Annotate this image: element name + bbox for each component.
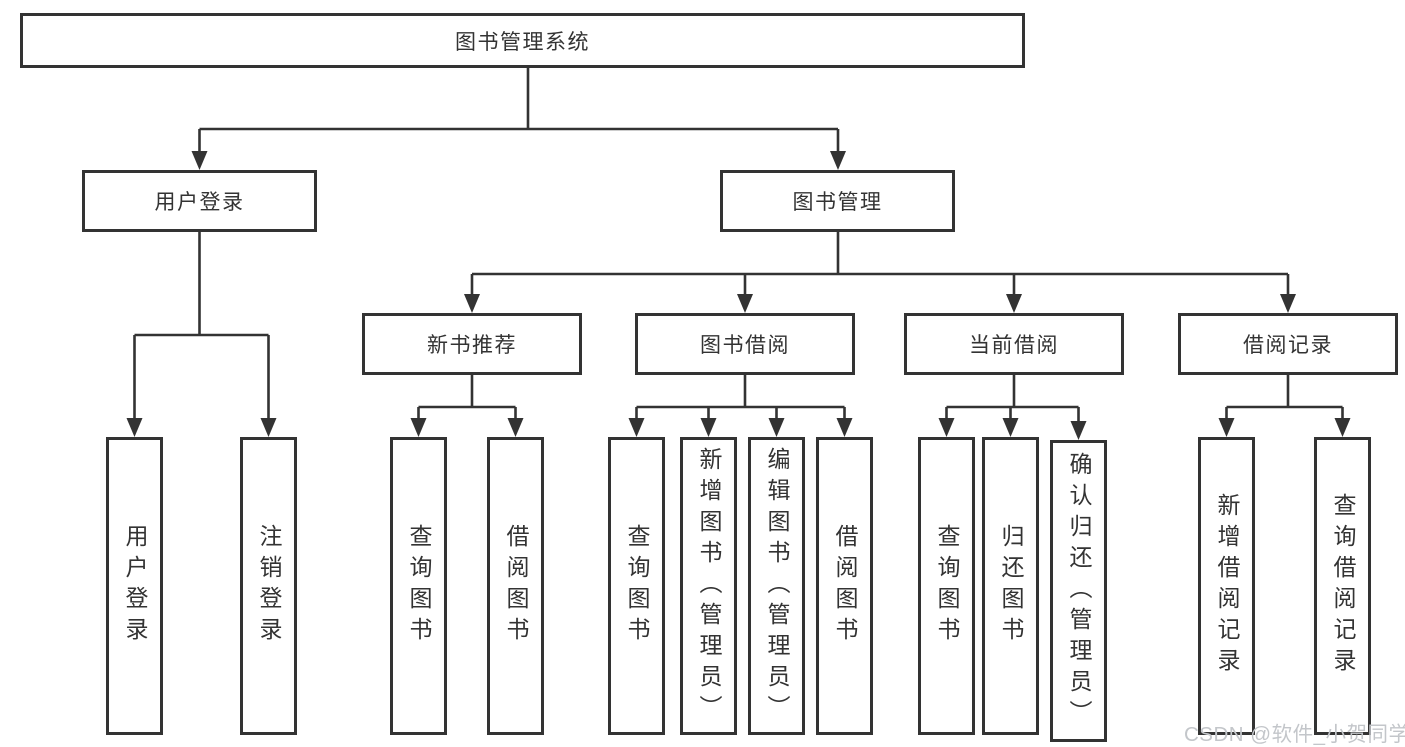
node-cb-query-book: 查询图书 — [918, 437, 975, 735]
node-bb-borrow-book-label: 借阅图书 — [832, 524, 858, 648]
node-cb-return-book-label: 归还图书 — [998, 524, 1024, 648]
node-borrow-record-label: 借阅记录 — [1243, 334, 1333, 357]
node-user-login-action: 用户登录 — [106, 437, 163, 735]
node-cb-return-book: 归还图书 — [982, 437, 1039, 735]
connector-current-borrow-branch — [938, 375, 1087, 440]
node-bb-query-book-label: 查询图书 — [624, 524, 650, 648]
node-cb-confirm-return-admin: 确认归还（管理员） — [1050, 440, 1107, 742]
node-borrow-record: 借阅记录 — [1178, 313, 1398, 375]
node-bb-borrow-book: 借阅图书 — [816, 437, 873, 735]
connector-new-book-branch — [410, 375, 524, 437]
node-library-system: 图书管理系统 — [20, 13, 1025, 68]
node-rec-borrow-book-label: 借阅图书 — [503, 524, 529, 648]
node-bb-edit-book-admin: 编辑图书（管理员） — [748, 437, 805, 735]
node-user-login-label: 用户登录 — [154, 191, 245, 214]
node-user-login: 用户登录 — [82, 170, 317, 232]
node-book-borrow: 图书借阅 — [635, 313, 855, 375]
node-book-management: 图书管理 — [720, 170, 955, 232]
node-br-query-record: 查询借阅记录 — [1314, 437, 1371, 735]
connector-book-borrow-branch — [628, 375, 853, 437]
node-new-book-recommend: 新书推荐 — [362, 313, 582, 375]
node-br-query-record-label: 查询借阅记录 — [1330, 493, 1356, 679]
node-br-add-record: 新增借阅记录 — [1198, 437, 1255, 735]
node-bb-add-book-admin: 新增图书（管理员） — [680, 437, 737, 735]
connector-root-to-level2 — [191, 68, 846, 170]
csdn-watermark: CSDN @软件_小贺同学 — [1184, 723, 1405, 746]
node-logout-action-label: 注销登录 — [256, 524, 282, 648]
node-user-login-action-label: 用户登录 — [122, 524, 148, 648]
node-bb-edit-book-admin-label: 编辑图书（管理员） — [764, 446, 790, 726]
node-rec-query-book: 查询图书 — [390, 437, 447, 735]
node-rec-borrow-book: 借阅图书 — [487, 437, 544, 735]
connector-user-login-branch — [126, 232, 277, 437]
connector-book-mgmt-to-level3 — [464, 232, 1296, 313]
node-library-system-label: 图书管理系统 — [455, 30, 590, 54]
node-current-borrow-label: 当前借阅 — [969, 334, 1059, 357]
node-book-borrow-label: 图书借阅 — [700, 334, 790, 357]
node-bb-query-book: 查询图书 — [608, 437, 665, 735]
node-cb-query-book-label: 查询图书 — [934, 524, 960, 648]
node-br-add-record-label: 新增借阅记录 — [1214, 493, 1240, 679]
node-book-management-label: 图书管理 — [792, 191, 883, 214]
node-bb-add-book-admin-label: 新增图书（管理员） — [696, 446, 722, 726]
node-new-book-recommend-label: 新书推荐 — [427, 334, 517, 357]
connector-borrow-record-branch — [1218, 375, 1351, 437]
node-cb-confirm-return-admin-label: 确认归还（管理员） — [1066, 451, 1092, 731]
node-rec-query-book-label: 查询图书 — [406, 524, 432, 648]
node-logout-action: 注销登录 — [240, 437, 297, 735]
node-current-borrow: 当前借阅 — [904, 313, 1124, 375]
